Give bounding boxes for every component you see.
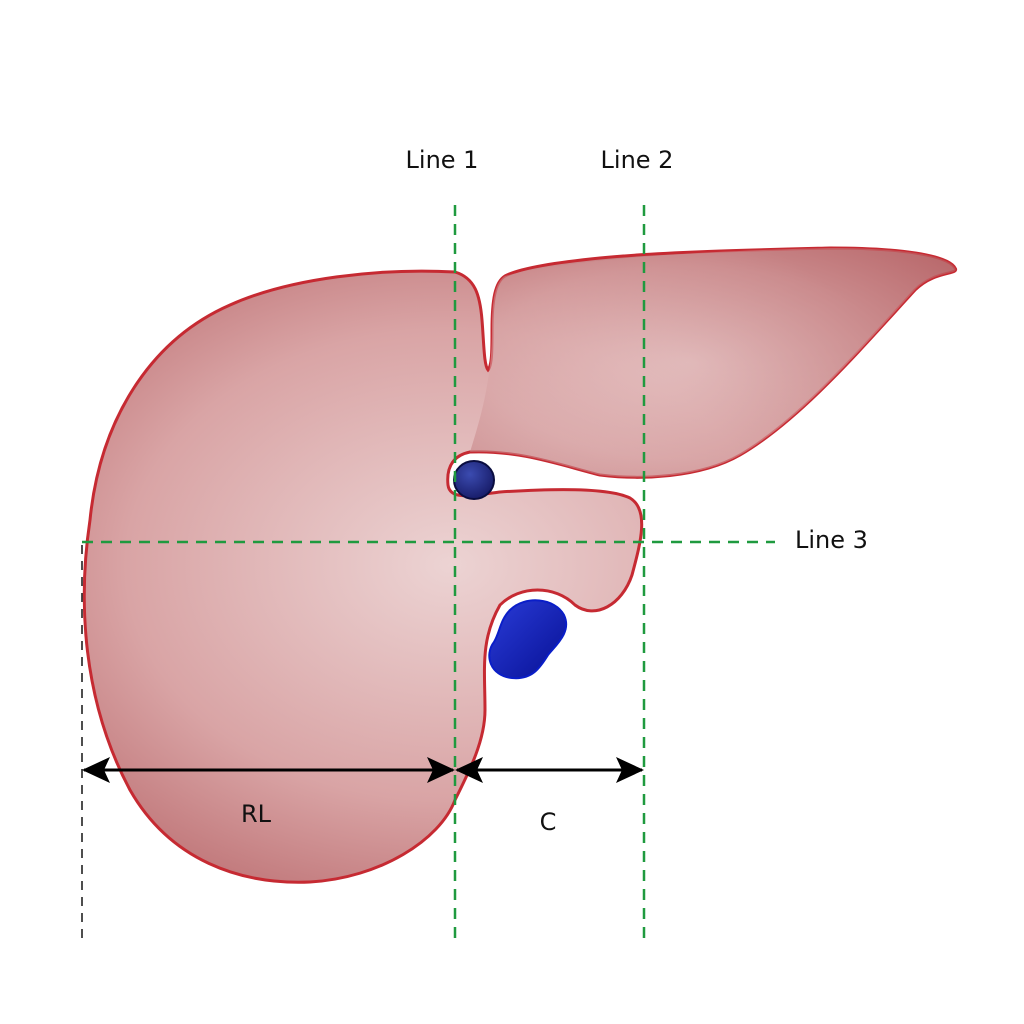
line2-label: Line 2 [601, 146, 674, 174]
liver-organ-icon [82, 246, 958, 884]
rl-measurement-arrow [82, 757, 455, 783]
c-label: C [540, 808, 557, 836]
line1-label: Line 1 [406, 146, 479, 174]
portal-vein-icon [453, 460, 495, 500]
line3-label: Line 3 [795, 526, 868, 554]
liver-left-lobe-shade [470, 248, 956, 478]
c-measurement-arrow [455, 757, 644, 783]
rl-label: RL [241, 800, 272, 828]
gallbladder-icon [488, 599, 567, 680]
